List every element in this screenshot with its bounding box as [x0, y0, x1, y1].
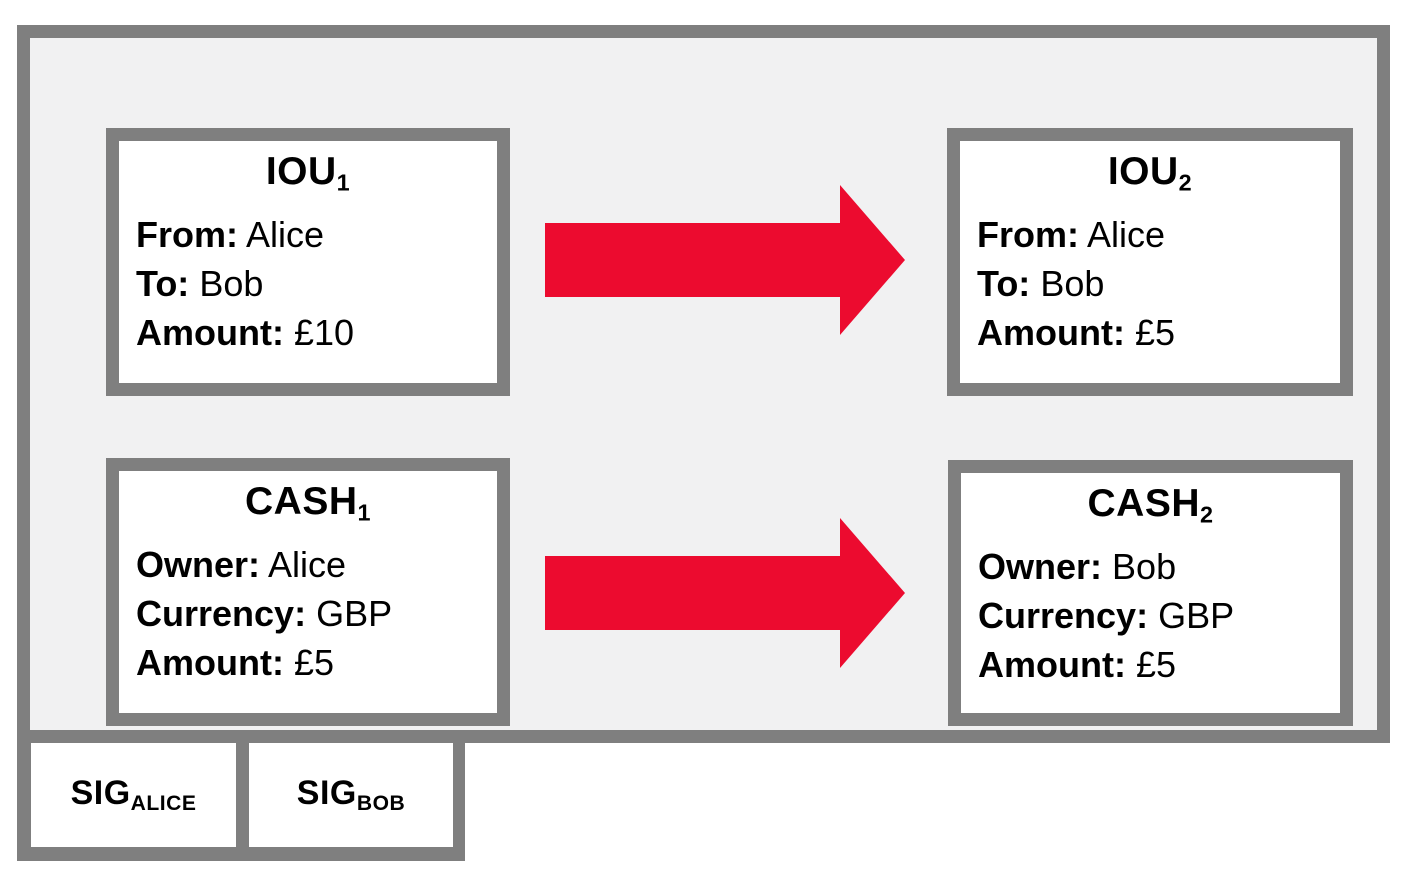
- state-title-text: CASH: [1087, 482, 1200, 525]
- state-title-subscript: 1: [357, 499, 372, 526]
- state-field: Amount: £5: [960, 308, 1340, 357]
- field-value: Bob: [199, 262, 264, 304]
- field-value: Bob: [1040, 262, 1105, 304]
- state-title-subscript: 2: [1200, 501, 1214, 528]
- signature-subscript: BOB: [356, 791, 406, 815]
- state-title-subscript: 2: [1178, 169, 1193, 196]
- state-title: IOU2: [960, 141, 1340, 210]
- state-title: CASH1: [119, 471, 497, 540]
- field-value: GBP: [316, 592, 393, 634]
- transaction-container: IOU1 From: Alice To: Bob Amount: £10 IOU…: [17, 25, 1390, 743]
- field-value: GBP: [1158, 594, 1235, 636]
- state-field: Amount: £5: [961, 640, 1340, 689]
- state-field: Currency: GBP: [119, 589, 497, 638]
- field-label: Amount:: [977, 311, 1125, 353]
- state-box-cash1: CASH1 Owner: Alice Currency: GBP Amount:…: [106, 458, 510, 726]
- state-title: IOU1: [119, 141, 497, 210]
- field-label: Currency:: [978, 594, 1149, 636]
- arrow-right-icon: [545, 518, 905, 668]
- state-field: To: Bob: [960, 259, 1340, 308]
- field-label: Amount:: [136, 641, 284, 683]
- state-title-subscript: 1: [336, 169, 351, 196]
- field-label: Currency:: [136, 592, 307, 634]
- signature-subscript: ALICE: [130, 791, 197, 815]
- signature-label: SIGBOB: [297, 774, 405, 816]
- signature-text: SIG: [70, 774, 131, 813]
- field-label: Owner:: [978, 545, 1103, 587]
- state-field: From: Alice: [119, 210, 497, 259]
- state-field: From: Alice: [960, 210, 1340, 259]
- field-label: Owner:: [136, 543, 261, 585]
- field-label: Amount:: [136, 311, 284, 353]
- field-label: To:: [977, 262, 1031, 304]
- state-field: Currency: GBP: [961, 591, 1340, 640]
- field-value: Alice: [1087, 213, 1166, 255]
- signature-text: SIG: [296, 774, 357, 813]
- state-field: To: Bob: [119, 259, 497, 308]
- field-label: To:: [136, 262, 190, 304]
- state-title: CASH2: [961, 473, 1340, 542]
- arrow-right-icon: [545, 185, 905, 335]
- signature-strip: SIGALICE SIGBOB: [17, 730, 465, 861]
- field-label: Amount:: [978, 643, 1126, 685]
- field-value: Bob: [1112, 545, 1177, 587]
- state-box-cash2: CASH2 Owner: Bob Currency: GBP Amount: £…: [948, 460, 1353, 726]
- state-box-iou1: IOU1 From: Alice To: Bob Amount: £10: [106, 128, 510, 396]
- state-title-text: IOU: [265, 150, 337, 193]
- state-box-iou2: IOU2 From: Alice To: Bob Amount: £5: [947, 128, 1353, 396]
- state-title-text: IOU: [1107, 150, 1179, 193]
- signature-box-alice: SIGALICE: [31, 743, 236, 847]
- field-value: Alice: [268, 543, 347, 585]
- field-label: From:: [136, 213, 238, 255]
- signature-box-bob: SIGBOB: [249, 743, 453, 847]
- signature-label: SIGALICE: [71, 774, 197, 816]
- state-title-text: CASH: [244, 480, 358, 523]
- field-value: £5: [1134, 311, 1176, 353]
- state-field: Amount: £5: [119, 638, 497, 687]
- state-field: Amount: £10: [119, 308, 497, 357]
- field-value: £5: [293, 641, 335, 683]
- state-field: Owner: Alice: [119, 540, 497, 589]
- field-value: £5: [1135, 643, 1177, 685]
- field-value: Alice: [246, 213, 325, 255]
- field-value: £10: [293, 311, 355, 353]
- state-field: Owner: Bob: [961, 542, 1340, 591]
- field-label: From:: [977, 213, 1079, 255]
